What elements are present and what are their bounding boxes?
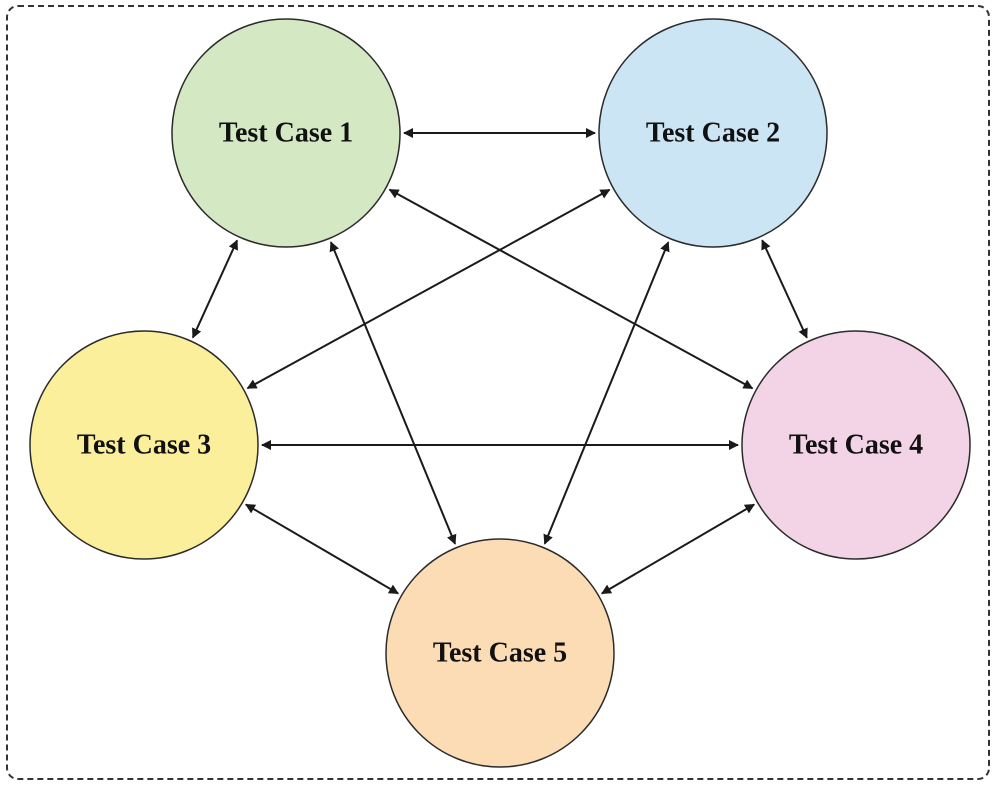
node-label: Test Case 3 bbox=[77, 429, 211, 460]
edge-tc4-tc5 bbox=[601, 503, 755, 595]
edge-tc3-tc5 bbox=[245, 503, 399, 595]
node-test-case-3[interactable]: Test Case 3 bbox=[29, 330, 259, 560]
node-test-case-2[interactable]: Test Case 2 bbox=[598, 18, 828, 248]
nodes-layer: Test Case 1 Test Case 2 Test Case 3 Test… bbox=[29, 18, 971, 768]
node-circle bbox=[171, 18, 401, 248]
node-label: Test Case 5 bbox=[433, 637, 567, 668]
node-circle bbox=[598, 18, 828, 248]
node-label: Test Case 1 bbox=[219, 117, 353, 148]
diagram-frame bbox=[6, 5, 990, 780]
edge-tc1-tc5 bbox=[329, 241, 457, 545]
node-circle bbox=[385, 538, 615, 768]
node-label: Test Case 2 bbox=[646, 117, 780, 148]
edge-tc2-tc5 bbox=[543, 241, 670, 545]
node-test-case-1[interactable]: Test Case 1 bbox=[171, 18, 401, 248]
node-label: Test Case 4 bbox=[789, 429, 923, 460]
edge-tc2-tc4 bbox=[761, 239, 808, 339]
edges-layer bbox=[191, 128, 808, 595]
node-circle bbox=[741, 330, 971, 560]
node-test-case-5[interactable]: Test Case 5 bbox=[385, 538, 615, 768]
node-circle bbox=[29, 330, 259, 560]
edge-tc1-tc3 bbox=[191, 239, 239, 339]
node-test-case-4[interactable]: Test Case 4 bbox=[741, 330, 971, 560]
edge-tc2-tc3 bbox=[246, 188, 611, 390]
